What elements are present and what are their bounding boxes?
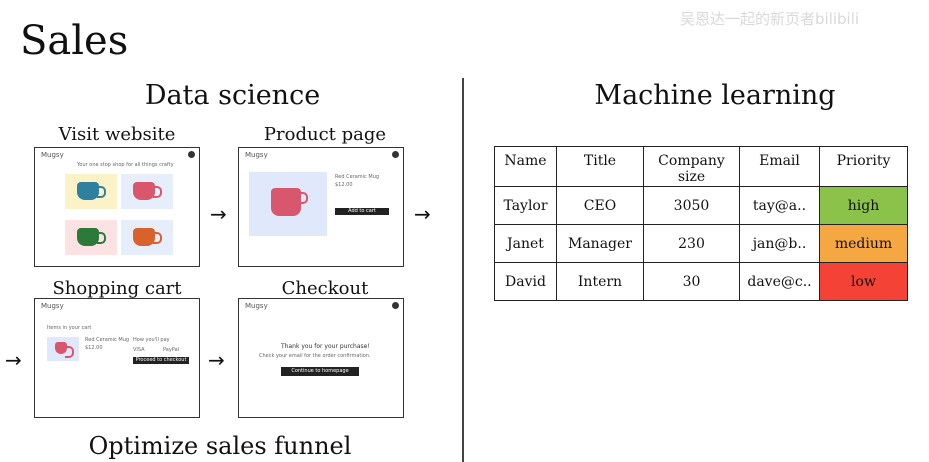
column-header: Email (739, 146, 820, 187)
step-product-page: Product page (263, 124, 387, 145)
arrow-icon: → (5, 348, 22, 372)
arrow-icon: → (208, 348, 225, 372)
priority-cell: low (819, 262, 908, 301)
table-cell: Manager (556, 224, 644, 263)
table-cell: jan@b.. (739, 224, 820, 263)
mug-icon (77, 182, 106, 200)
product-image (249, 172, 327, 236)
visit-website-screenshot: Mugsy Your one stop shop for all things … (34, 147, 200, 267)
visa-option[interactable]: VISA (133, 347, 145, 353)
tagline: Your one stop shop for all things crafty (77, 162, 174, 168)
step-shopping-cart: Shopping cart (52, 278, 182, 299)
column-header: Company size (643, 146, 740, 187)
avatar (392, 302, 399, 309)
mug-icon (271, 188, 308, 216)
table-cell: 230 (643, 224, 740, 263)
column-header: Title (556, 146, 644, 187)
page-title: Sales (20, 18, 129, 64)
mug-icon (133, 228, 162, 246)
brand-label: Mugsy (245, 302, 268, 310)
footer-caption: Optimize sales funnel (88, 432, 352, 460)
step-visit-website: Visit website (58, 124, 176, 145)
mug-icon (133, 182, 162, 200)
table-cell: David (494, 262, 557, 301)
table-header-row: Name Title Company size Email Priority (494, 146, 908, 187)
continue-button[interactable]: Continue to homepage (281, 367, 359, 376)
table-cell: dave@c.. (739, 262, 820, 301)
priority-cell: medium (819, 224, 908, 263)
thanks-text: Thank you for your purchase! (281, 343, 370, 350)
product-price: $12.00 (335, 182, 353, 188)
data-science-heading: Data science (144, 80, 321, 111)
cart-item-name: Red Ceramic Mug (85, 337, 130, 343)
mug-icon (77, 228, 106, 246)
table-cell: Janet (494, 224, 557, 263)
table-cell: 30 (643, 262, 740, 301)
table-cell: tay@a.. (739, 186, 820, 225)
product-tile (65, 174, 117, 209)
product-tile (65, 220, 117, 255)
step-checkout: Checkout (281, 278, 369, 299)
table-cell: Taylor (494, 186, 557, 225)
mug-icon (55, 342, 74, 358)
paypal-option[interactable]: PayPal (163, 347, 180, 353)
avatar (188, 151, 195, 158)
table-cell: 3050 (643, 186, 740, 225)
table-cell: CEO (556, 186, 644, 225)
table-row: Janet Manager 230 jan@b.. medium (494, 224, 908, 263)
brand-label: Mugsy (245, 151, 268, 159)
cart-item-price: $12.00 (85, 345, 103, 351)
arrow-icon: → (210, 202, 227, 226)
avatar (392, 151, 399, 158)
table-row: David Intern 30 dave@c.. low (494, 262, 908, 301)
product-page-screenshot: Mugsy Red Ceramic Mug $12.00 Add to cart (238, 147, 404, 267)
shopping-cart-screenshot: Mugsy Items in your cart Red Ceramic Mug… (34, 298, 200, 418)
product-tile (121, 174, 173, 209)
cart-item-image (47, 337, 79, 361)
watermark: 吴恩达一起的新页者bilibili (680, 10, 860, 28)
pay-heading: How you'll pay (133, 337, 170, 343)
divider (462, 78, 464, 462)
column-header: Name (494, 146, 557, 187)
leads-table: Name Title Company size Email Priority T… (494, 146, 908, 301)
table-row: Taylor CEO 3050 tay@a.. high (494, 186, 908, 225)
priority-cell: high (819, 186, 908, 225)
check-email-text: Check your email for the order confirmat… (259, 353, 371, 359)
product-tile (121, 220, 173, 255)
machine-learning-heading: Machine learning (594, 80, 836, 111)
column-header: Priority (819, 146, 908, 187)
cart-heading: Items in your cart (47, 325, 92, 331)
brand-label: Mugsy (41, 151, 64, 159)
proceed-button[interactable]: Proceed to checkout (133, 357, 189, 364)
arrow-icon: → (414, 202, 431, 226)
add-to-cart-button[interactable]: Add to cart (335, 208, 389, 215)
table-cell: Intern (556, 262, 644, 301)
checkout-screenshot: Mugsy Thank you for your purchase! Check… (238, 298, 404, 418)
brand-label: Mugsy (41, 302, 64, 310)
product-name: Red Ceramic Mug (335, 174, 380, 180)
